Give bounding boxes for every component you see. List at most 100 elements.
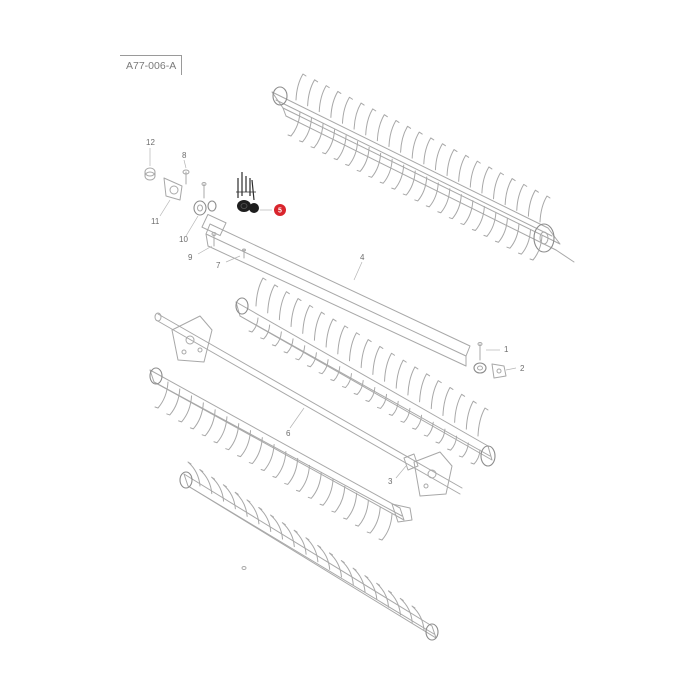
tine [465, 400, 477, 430]
tine [399, 597, 413, 623]
callout-6: 6 [286, 429, 291, 438]
tine [376, 114, 388, 142]
tine [318, 359, 329, 375]
tine [377, 393, 388, 409]
part-3-fitting [403, 453, 419, 471]
bottom-tine-bar [179, 461, 439, 641]
tine [379, 158, 393, 184]
tine [187, 461, 201, 487]
tine [356, 146, 370, 172]
callout-11: 11 [151, 217, 160, 226]
tine [378, 513, 393, 541]
tine [330, 366, 341, 382]
tine [337, 325, 349, 355]
callout-labels: 12 8 11 10 9 7 4 1 2 6 3 [146, 138, 525, 486]
part-2-bracket [491, 363, 507, 379]
tine [234, 491, 248, 517]
tine [494, 217, 508, 243]
tine [388, 119, 400, 147]
tine [258, 506, 272, 532]
tine [470, 449, 481, 465]
tine [345, 141, 359, 167]
callout-10: 10 [179, 235, 188, 244]
tine [313, 311, 325, 341]
tine [246, 499, 260, 525]
tine [364, 575, 378, 601]
tine [506, 223, 520, 249]
callout-12: 12 [146, 138, 155, 147]
tine [400, 407, 411, 423]
tine [353, 102, 365, 130]
tine [411, 131, 423, 159]
tine [319, 478, 334, 506]
tine [307, 79, 319, 107]
tine [284, 457, 299, 485]
tine [283, 338, 294, 354]
tine [272, 450, 287, 478]
tine [402, 170, 416, 196]
part-1-bolt [477, 342, 483, 361]
tine [178, 395, 193, 423]
tine [493, 172, 505, 200]
part-7-screw [242, 248, 246, 259]
tine [154, 381, 169, 409]
tine [411, 605, 425, 631]
tine [425, 182, 439, 208]
tine [237, 430, 252, 458]
leader-lines [149, 148, 517, 479]
tine [454, 393, 466, 423]
tine [365, 386, 376, 402]
tine [407, 366, 419, 396]
tine [295, 73, 307, 101]
part-8-bolt [182, 169, 190, 185]
tine [354, 499, 369, 527]
tine [477, 407, 489, 437]
tine [307, 471, 322, 499]
tine [414, 176, 428, 202]
highlight-badge-part-5[interactable]: 5 [274, 204, 286, 216]
callout-1: 1 [504, 345, 509, 354]
tine [391, 164, 405, 190]
tine [318, 85, 330, 113]
tine [278, 291, 290, 321]
part-10-bearing [193, 200, 217, 216]
tine [527, 189, 539, 217]
tine [201, 409, 216, 437]
tine [260, 324, 271, 340]
callout-5: 5 [278, 208, 282, 215]
tine [423, 421, 434, 437]
tine [317, 544, 331, 570]
tine [211, 476, 225, 502]
tine [352, 567, 366, 593]
callout-8: 8 [182, 151, 187, 160]
tine [539, 195, 551, 223]
tine [388, 400, 399, 416]
callout-7: 7 [216, 261, 221, 270]
tine [340, 560, 354, 586]
tine [434, 143, 446, 171]
tine [302, 304, 314, 334]
tine [469, 160, 481, 188]
tine [368, 152, 382, 178]
tine [333, 135, 347, 161]
part-5-actuator [236, 172, 259, 213]
tine [287, 111, 301, 137]
part-small-cap-bottom [241, 566, 247, 570]
shaft-part-4 [201, 213, 471, 367]
tine [328, 552, 342, 578]
callout-2: 2 [520, 364, 525, 373]
diagram-reference-label: A77-006-A [120, 55, 182, 75]
tine [437, 188, 451, 214]
tine [293, 529, 307, 555]
tine [189, 402, 204, 430]
tine [460, 200, 474, 226]
tine [516, 183, 528, 211]
tine [471, 205, 485, 231]
tine [348, 332, 360, 362]
tine [372, 345, 384, 375]
tine [412, 414, 423, 430]
callout-9: 9 [188, 253, 193, 262]
tine [271, 331, 282, 347]
highlight-badge-circle [274, 204, 286, 216]
tine [376, 582, 390, 608]
